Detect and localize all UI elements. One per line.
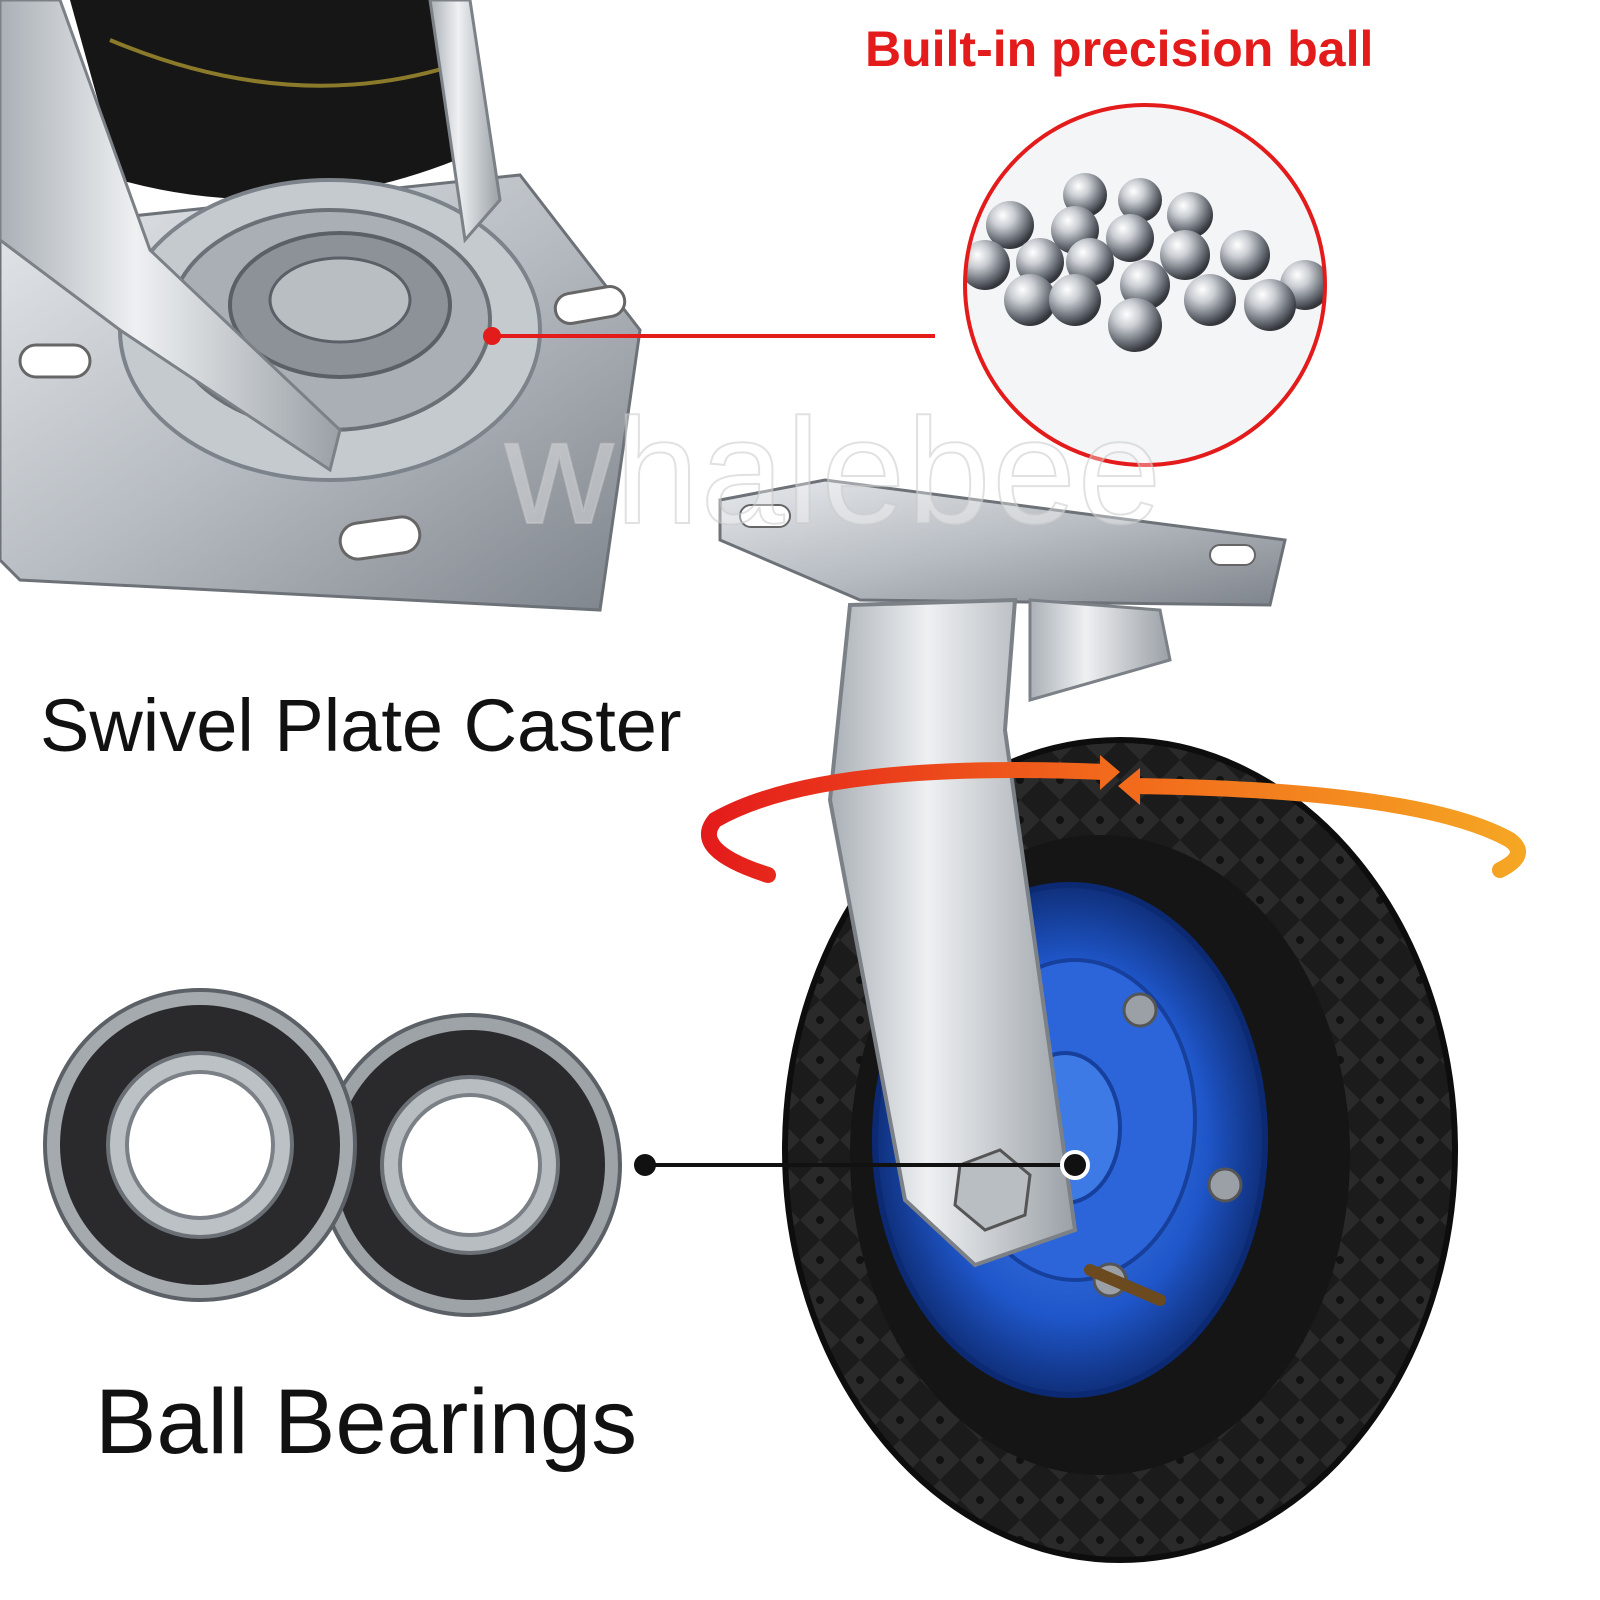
ball-bearing-left [43, 988, 357, 1302]
swivel-rotation-arrows [701, 755, 1526, 883]
precision-ball-heading: Built-in precision ball [865, 21, 1374, 77]
swivel-plate-caster-label: Swivel Plate Caster [40, 684, 682, 767]
watermark: whalebee [504, 386, 1164, 556]
precision-ball-callout [963, 103, 1327, 467]
caster-fork [718, 478, 1287, 1268]
ball-bearings-label: Ball Bearings [95, 1371, 638, 1473]
swivel-plate-closeup [0, 0, 642, 612]
steel-balls [965, 173, 1325, 352]
ball-bearing-right [318, 1013, 622, 1317]
ball-callout-connector [483, 327, 935, 345]
bearing-callout-connector [634, 1150, 1090, 1180]
